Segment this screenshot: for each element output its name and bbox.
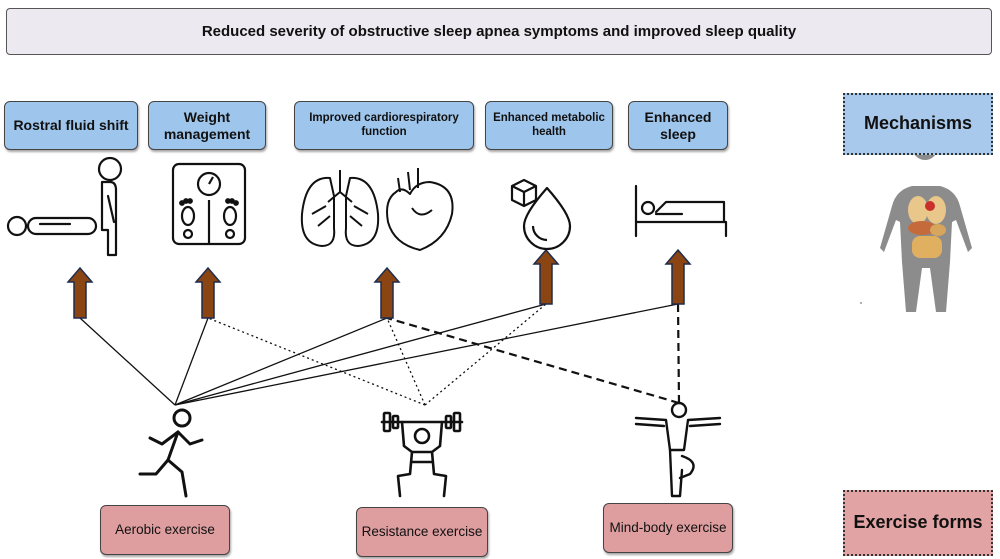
- exercise-mind-body: Mind-body exercise: [603, 503, 733, 553]
- connection-aerobic-cardio: [174, 317, 388, 406]
- connection-lines: [79, 303, 681, 406]
- connection-mindbody-cardio: [386, 316, 680, 405]
- connection-aerobic-sleep: [174, 303, 679, 406]
- connection-resistance-weight: [207, 317, 426, 406]
- exercise-aerobic-label: Aerobic exercise: [115, 521, 215, 537]
- exercise-resistance: Resistance exercise: [356, 507, 488, 557]
- connection-mindbody-sleep: [676, 303, 681, 404]
- connection-aerobic-metabolic: [174, 303, 547, 406]
- mechanism-enhanced-sleep: Enhanced sleep: [628, 101, 728, 150]
- bathroom-scale-icon: [171, 162, 247, 246]
- arrow-weight: [194, 266, 222, 319]
- exercise-mind-body-label: Mind-body exercise: [609, 519, 727, 535]
- lying-and-standing-person-icon: [6, 156, 123, 257]
- lungs-and-heart-icon: [300, 168, 454, 251]
- connection-resistance-metabolic: [424, 303, 547, 406]
- mechanism-rostral-fluid-shift: Rostral fluid shift: [4, 101, 138, 150]
- stray-dot: [860, 302, 862, 304]
- page-title: Reduced severity of obstructive sleep ap…: [6, 8, 992, 55]
- human-body-organs-icon: [880, 128, 972, 312]
- running-person-icon: [138, 408, 204, 498]
- exercise-resistance-label: Resistance exercise: [361, 523, 483, 539]
- arrow-cardio: [373, 266, 401, 319]
- yoga-tree-pose-icon: [634, 401, 722, 498]
- up-arrows: [66, 248, 692, 319]
- mechanism-weight-management: Weight management: [148, 101, 266, 150]
- connection-aerobic-rostral: [79, 317, 176, 406]
- legend-mechanisms: Mechanisms: [843, 93, 993, 155]
- exercise-aerobic: Aerobic exercise: [100, 505, 230, 555]
- mechanism-metabolic-health: Enhanced metabolic health: [485, 101, 613, 150]
- arrow-metabolic: [532, 248, 560, 305]
- connection-resistance-cardio: [386, 317, 426, 406]
- legend-exercise-forms: Exercise forms: [843, 490, 993, 556]
- arrow-sleep: [664, 248, 692, 305]
- glucose-drop-icon: [510, 178, 572, 251]
- arrow-rostral: [66, 266, 94, 319]
- person-in-bed-icon: [634, 184, 728, 238]
- connection-aerobic-weight: [174, 317, 209, 406]
- mechanism-cardiorespiratory: Improved cardiorespiratory function: [294, 101, 474, 150]
- weightlifter-icon: [380, 411, 464, 498]
